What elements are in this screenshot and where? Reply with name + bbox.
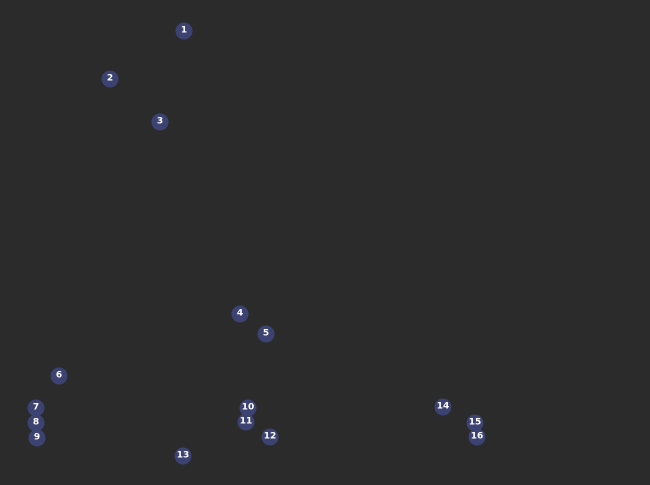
som-marker-12[interactable]: 12 bbox=[261, 428, 279, 446]
som-marker-4[interactable]: 4 bbox=[231, 305, 249, 323]
som-marker-7[interactable]: 7 bbox=[27, 399, 45, 417]
som-marker-2[interactable]: 2 bbox=[101, 70, 119, 88]
som-marker-15[interactable]: 15 bbox=[466, 414, 484, 432]
som-marker-16[interactable]: 16 bbox=[468, 428, 486, 446]
som-marker-5[interactable]: 5 bbox=[257, 325, 275, 343]
som-marker-9[interactable]: 9 bbox=[28, 429, 46, 447]
som-marker-8[interactable]: 8 bbox=[27, 414, 45, 432]
som-marker-3[interactable]: 3 bbox=[151, 113, 169, 131]
som-marker-6[interactable]: 6 bbox=[50, 367, 68, 385]
som-marker-1[interactable]: 1 bbox=[175, 22, 193, 40]
som-marker-13[interactable]: 13 bbox=[174, 447, 192, 465]
som-marker-10[interactable]: 10 bbox=[239, 399, 257, 417]
som-marker-14[interactable]: 14 bbox=[434, 398, 452, 416]
som-marker-11[interactable]: 11 bbox=[237, 413, 255, 431]
